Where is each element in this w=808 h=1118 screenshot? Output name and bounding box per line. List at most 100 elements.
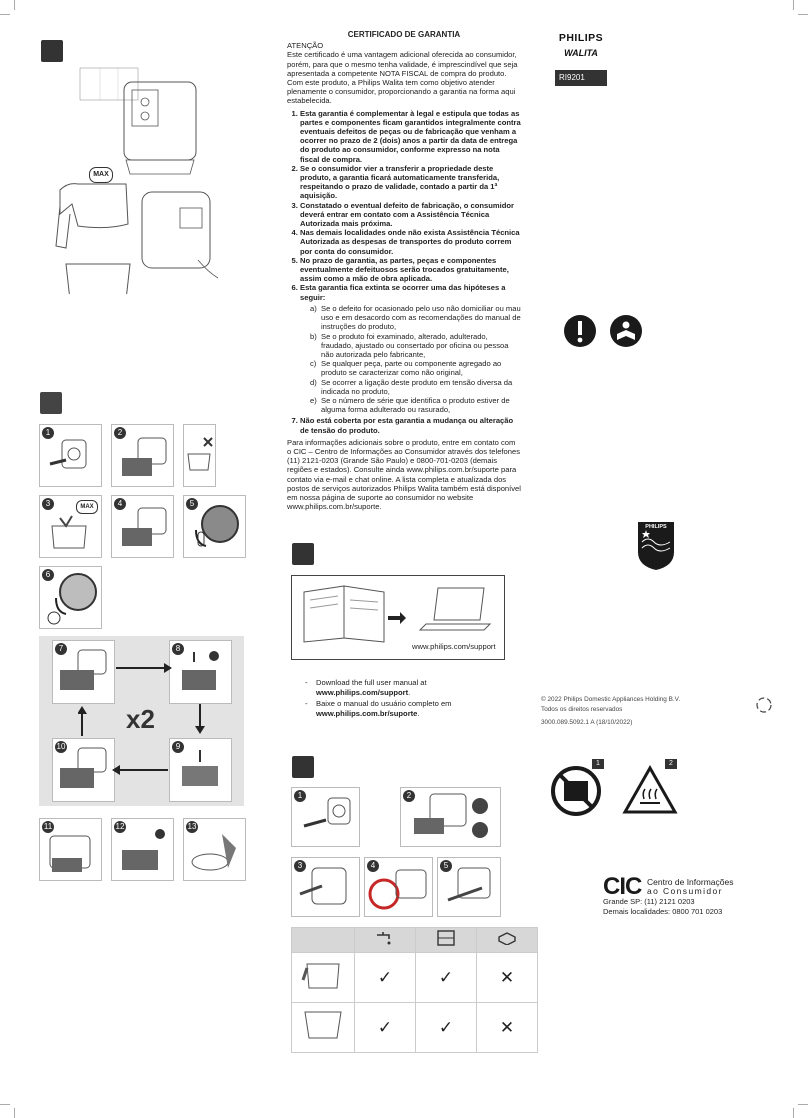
- timer-dial-icon: [47, 573, 97, 625]
- certificate-items: Esta garantia é complementar à legal e e…: [287, 109, 521, 435]
- step-number: 12: [114, 821, 126, 833]
- certificate-subitem: a) Se o defeito for ocasionado pelo uso n…: [310, 304, 521, 332]
- heating-element-icon: [368, 869, 427, 910]
- step-12-panel: [111, 818, 174, 881]
- brand-name: PHILIPS: [558, 32, 604, 44]
- certificate-item: Nas demais localidades onde não exista A…: [300, 228, 521, 256]
- support-url-caption: www.philips.com/support: [412, 642, 496, 651]
- warning-label-number: 1: [592, 759, 604, 769]
- dash: -: [305, 678, 308, 687]
- table-header-row: [291, 927, 538, 953]
- clean-inside-icon: [447, 867, 491, 902]
- step-number: 10: [55, 741, 67, 753]
- certificate-subitems: a) Se o defeito for ocasionado pelo uso n…: [300, 304, 521, 414]
- crop-mark: [793, 1108, 794, 1118]
- certificate-intro: Este certificado é uma vantagem adiciona…: [287, 50, 518, 106]
- cic-phone: Demais localidades: 0800 701 0203: [603, 907, 723, 916]
- basket-icon: [291, 952, 355, 1003]
- cic-logo: CIC: [603, 873, 642, 900]
- certificate-item: Não está coberta por esta garantia a mud…: [300, 416, 521, 434]
- table-cell: ✕: [476, 952, 538, 1003]
- step-number: 11: [42, 821, 54, 833]
- dishwasher-icon: [415, 927, 477, 953]
- basket-empty-icon: [182, 750, 218, 786]
- certificate-subitem: b) Se o produto foi examinado, alterado, …: [310, 332, 521, 360]
- cic-phone: Grande SP: (11) 2121 0203: [603, 897, 695, 906]
- manual-icon: [40, 392, 62, 414]
- step-number: 7: [55, 643, 67, 655]
- step-number: 3: [42, 498, 54, 510]
- shield-label: PHILIPS: [645, 524, 667, 530]
- crop-mark: [14, 1108, 15, 1118]
- header-cell-empty: [291, 927, 355, 953]
- step-number: 2: [403, 790, 415, 802]
- basket-shake-icon: [182, 651, 219, 690]
- step-number: 9: [172, 741, 184, 753]
- table-cell: ✓: [354, 952, 416, 1003]
- certificate-footer: Para informações adicionais sobre o prod…: [287, 437, 521, 512]
- manual-to-laptop-illustration: [303, 585, 492, 643]
- subitem-text: Se qualquer peça, parte ou componente ag…: [321, 359, 502, 378]
- table-cell: ✓: [415, 1002, 477, 1053]
- clean-step-1-panel: [291, 787, 360, 847]
- step-number: 5: [440, 860, 452, 872]
- certificate-item: Constatado o eventual defeito de fabrica…: [300, 201, 521, 229]
- cycle-arrows: [78, 663, 205, 775]
- airfryer-insert-icon: [122, 507, 167, 546]
- max-badge: MAX: [76, 500, 98, 514]
- crop-mark: [793, 0, 794, 10]
- brand-sub: WALITA: [564, 48, 598, 58]
- subitem-text: Se o defeito for ocasionado pelo uso não…: [321, 303, 521, 332]
- model-number: RI9201: [555, 70, 607, 86]
- basket-release-icon: [122, 829, 165, 870]
- cleaning-method-table: ✓ ✓ ✕ ✓ ✓ ✕: [291, 927, 538, 1053]
- subitem-letter: b): [310, 331, 317, 341]
- certificate-item: No prazo de garantia, as partes, peças e…: [300, 256, 521, 284]
- crop-mark: [0, 14, 10, 15]
- table-cell: ✓: [354, 1002, 416, 1053]
- warning-label-number: 2: [665, 759, 677, 769]
- cic-name-line: Centro de Informações: [647, 877, 734, 887]
- warranty-certificate: CERTIFICADO DE GARANTIA ATENÇÃO Este cer…: [287, 30, 521, 511]
- dash: -: [305, 699, 308, 708]
- cleaning-icon: [292, 756, 314, 778]
- hot-surface-icon: [622, 765, 678, 814]
- download-link[interactable]: www.philips.com/support: [316, 687, 409, 697]
- certificate-subitem: c) Se qualquer peça, parte ou componente …: [310, 359, 521, 377]
- step-number: 8: [172, 643, 184, 655]
- no-covering-icon: [551, 766, 601, 816]
- subitem-letter: d): [310, 377, 317, 387]
- unpack-icon: [41, 40, 63, 62]
- airfryer-finish-icon: [49, 835, 91, 872]
- download-link[interactable]: www.philips.com.br/suporte: [316, 708, 418, 718]
- subitem-letter: a): [310, 303, 317, 313]
- airfryer-return-icon: [60, 747, 107, 788]
- airfryer-remove-icon: [60, 649, 107, 690]
- table-cell: ✕: [476, 1002, 538, 1053]
- subitem-letter: c): [310, 359, 317, 369]
- cic-name-line: ao Consumidor: [647, 886, 723, 896]
- copyright-line: © 2022 Philips Domestic Appliances Holdi…: [541, 696, 681, 703]
- table-row: ✓ ✓ ✕: [291, 1002, 538, 1053]
- table-row: ✓ ✓ ✕: [291, 952, 538, 1003]
- download-text: Download the full user manual at: [316, 678, 427, 687]
- certificate-item: Se o consumidor vier a transferir a prop…: [300, 164, 521, 201]
- recycle-icon: [756, 697, 772, 713]
- unplug-icon: [303, 797, 351, 828]
- philips-walita-logo: PHILIPS WALITA RI9201: [555, 26, 607, 86]
- certificate-attention: ATENÇÃO: [287, 41, 324, 51]
- subitem-text: Se ocorrer a ligação deste produto em te…: [321, 377, 513, 396]
- no-basket-cross-icon: [187, 437, 213, 471]
- temperature-dial-icon: [195, 505, 239, 547]
- step-number: 2: [114, 427, 126, 439]
- abrasive-sponge-icon: [476, 927, 538, 953]
- clean-step-2-panel: [400, 787, 501, 847]
- subitem-letter: e): [310, 395, 317, 405]
- subitem-text: Se o produto foi examinado, alterado, ad…: [321, 331, 509, 359]
- download-text: Baixe o manual do usuário completo em: [316, 699, 452, 708]
- socket-plug-icon: [49, 439, 87, 469]
- certificate-item: Esta garantia é complementar à legal e e…: [300, 109, 521, 164]
- certificate-subitem: d) Se ocorrer a ligação deste produto em …: [310, 378, 521, 396]
